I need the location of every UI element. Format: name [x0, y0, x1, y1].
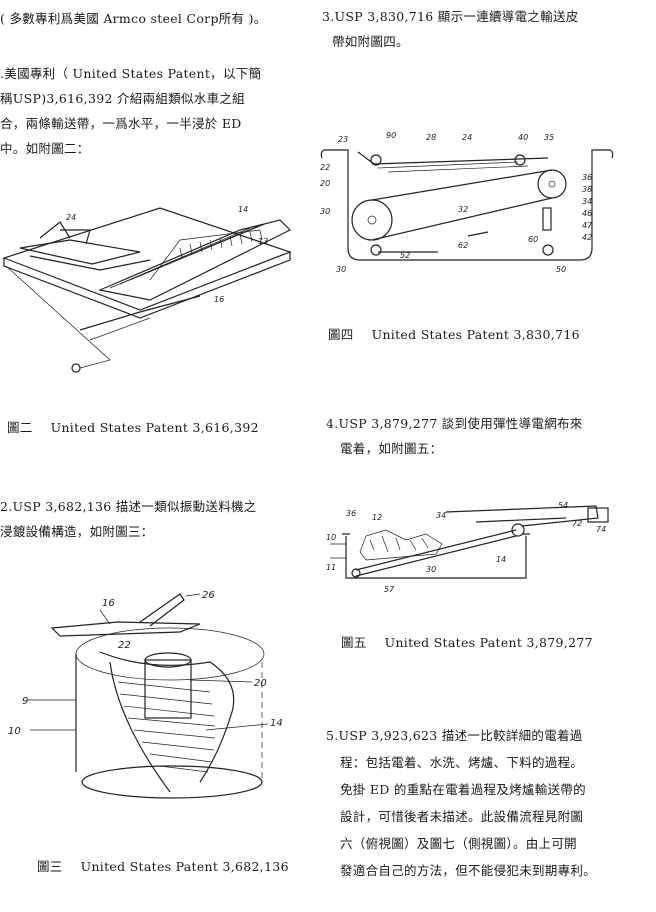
- patent-item-5: 5.USP 3,923,623 描述一比較詳細的電着過 程：包括電着、水洗、烤爐…: [326, 722, 596, 884]
- patent-item-2: 2.USP 3,682,136 描述一類似振動送料機之 浸鍍設備構造，如附圖三：: [0, 494, 257, 544]
- svg-text:36: 36: [346, 509, 356, 518]
- intro-line: ( 多數專利爲美國 Armco steel Corp所有 )。: [0, 6, 267, 31]
- svg-text:60: 60: [528, 235, 538, 244]
- svg-text:54: 54: [558, 501, 568, 510]
- item3-line: 帶如附圖四。: [332, 34, 409, 49]
- svg-text:10: 10: [8, 726, 21, 737]
- svg-text:35: 35: [544, 133, 554, 142]
- svg-text:24: 24: [66, 213, 76, 222]
- figure-5-patent: United States Patent 3,879,277: [384, 635, 593, 650]
- item1-line: 稱USP)3,616,392 介紹兩組類似水車之組: [0, 91, 245, 106]
- svg-text:62: 62: [458, 241, 468, 250]
- svg-text:42: 42: [582, 233, 592, 242]
- item1-line: .美國專利（ United States Patent，以下簡: [0, 66, 262, 81]
- figure-5-caption: 圖五 United States Patent 3,879,277: [341, 632, 593, 651]
- figure-4-patent: United States Patent 3,830,716: [371, 327, 580, 342]
- item1-line: 合，兩條輸送帶，一爲水平，一半浸於 ED: [0, 116, 242, 131]
- patent-item-1: .美國專利（ United States Patent，以下簡 稱USP)3,6…: [0, 61, 261, 161]
- svg-text:14: 14: [270, 718, 283, 729]
- svg-text:50: 50: [556, 265, 566, 274]
- svg-text:47: 47: [582, 221, 593, 230]
- item5-line: 免掛 ED 的重點在電着過程及烤爐輸送帶的: [340, 782, 586, 797]
- svg-text:34: 34: [582, 197, 592, 206]
- figure-3-patent: United States Patent 3,682,136: [80, 859, 289, 874]
- item5-line: 設計，可惜後者未描述。此設備流程見附圖: [340, 809, 584, 824]
- svg-text:26: 26: [202, 590, 215, 601]
- item5-line: 發適合自己的方法，但不能侵犯未到期專利。: [340, 863, 597, 878]
- svg-text:14: 14: [238, 205, 248, 214]
- svg-text:30: 30: [320, 207, 330, 216]
- svg-text:90: 90: [386, 131, 396, 140]
- item5-line: 5.USP 3,923,623 描述一比較詳細的電着過: [326, 728, 583, 743]
- svg-text:11: 11: [326, 563, 336, 572]
- figure-2-caption: 圖二 United States Patent 3,616,392: [7, 417, 259, 436]
- figure-2-patent: United States Patent 3,616,392: [50, 420, 259, 435]
- figure-4-caption: 圖四 United States Patent 3,830,716: [328, 324, 580, 343]
- item5-line: 程：包括電着、水洗、烤爐、下料的過程。: [340, 755, 584, 770]
- patent-item-4: 4.USP 3,879,277 談到使用彈性導電網布來 電着，如附圖五：: [326, 411, 583, 461]
- item4-line: 4.USP 3,879,277 談到使用彈性導電網布來: [326, 416, 583, 431]
- svg-text:32: 32: [458, 205, 468, 214]
- figure-3-label: 圖三: [37, 859, 63, 874]
- svg-text:20: 20: [254, 678, 267, 689]
- svg-text:30: 30: [336, 265, 346, 274]
- figure-2-label: 圖二: [7, 420, 33, 435]
- svg-text:16: 16: [214, 295, 224, 304]
- figure-4-drawing: 23 90 28 24 40 35 22 20 30 36 38 34 46 4…: [320, 131, 614, 274]
- figure-5-drawing: 36 12 34 54 72 74 10 11 57 30 14: [326, 501, 609, 594]
- svg-text:22: 22: [118, 640, 131, 651]
- svg-text:74: 74: [596, 525, 606, 534]
- item1-line: 中。如附圖二：: [0, 141, 90, 156]
- item3-line: 3.USP 3,830,716 顯示一連續導電之輸送皮: [322, 9, 579, 24]
- svg-text:34: 34: [436, 511, 446, 520]
- figure-2-drawing: 24 14 13 16: [2, 205, 292, 373]
- figure-4-label: 圖四: [328, 327, 354, 342]
- svg-text:9: 9: [22, 696, 28, 707]
- svg-text:46: 46: [582, 209, 592, 218]
- figure-3-drawing: 16 26 22 9 20 10 14: [8, 590, 283, 799]
- item2-line: 2.USP 3,682,136 描述一類似振動送料機之: [0, 499, 257, 514]
- item5-line: 六（俯視圖）及圖七（側視圖）。由上可開: [340, 836, 577, 851]
- svg-text:28: 28: [426, 133, 436, 142]
- item4-line: 電着，如附圖五：: [340, 441, 443, 456]
- svg-text:23: 23: [338, 135, 348, 144]
- svg-text:13: 13: [258, 237, 268, 246]
- svg-text:16: 16: [102, 598, 115, 609]
- svg-text:14: 14: [496, 555, 506, 564]
- svg-text:72: 72: [572, 519, 582, 528]
- intro-text: ( 多數專利爲美國 Armco steel Corp所有 )。: [0, 11, 267, 26]
- item2-line: 浸鍍設備構造，如附圖三：: [0, 524, 154, 539]
- svg-text:30: 30: [426, 565, 436, 574]
- patent-item-3: 3.USP 3,830,716 顯示一連續導電之輸送皮 帶如附圖四。: [322, 4, 579, 54]
- figure-5-label: 圖五: [341, 635, 367, 650]
- svg-text:20: 20: [320, 179, 330, 188]
- svg-text:40: 40: [518, 133, 528, 142]
- svg-text:10: 10: [326, 533, 336, 542]
- svg-text:12: 12: [372, 513, 382, 522]
- svg-text:24: 24: [462, 133, 472, 142]
- svg-text:52: 52: [400, 251, 410, 260]
- figure-3-caption: 圖三 United States Patent 3,682,136: [37, 856, 289, 875]
- svg-text:57: 57: [384, 585, 395, 594]
- svg-text:22: 22: [320, 163, 330, 172]
- svg-text:36: 36: [582, 173, 592, 182]
- svg-text:38: 38: [582, 185, 592, 194]
